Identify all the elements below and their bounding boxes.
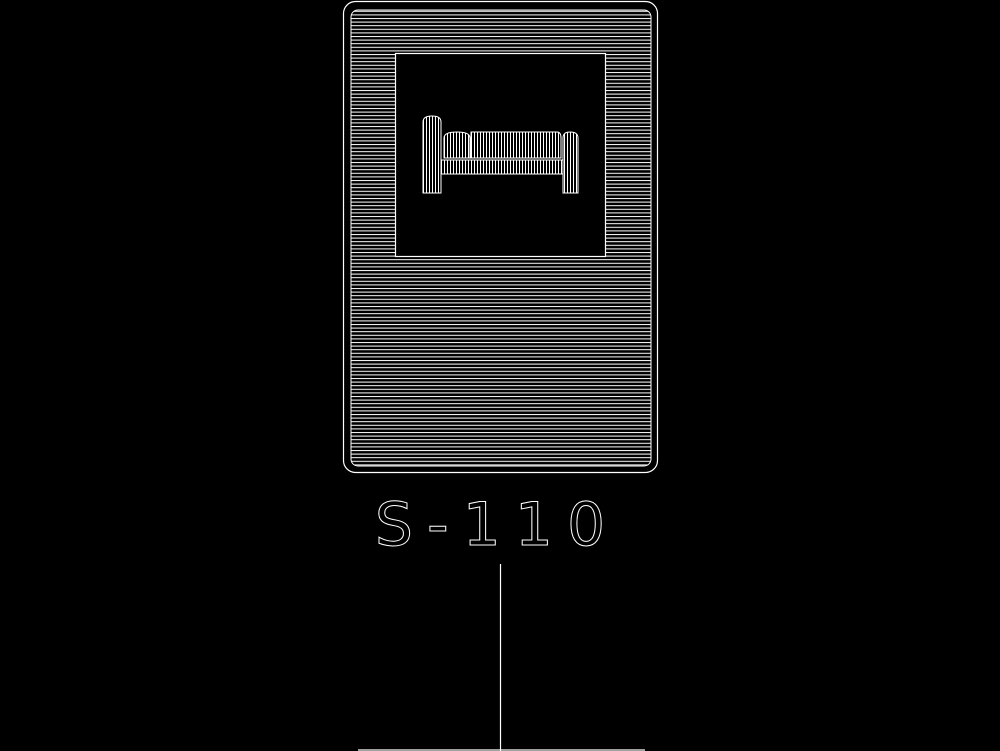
sign-code-label: S-110 [375, 490, 619, 560]
bed-footboard [562, 131, 579, 194]
bed-mattress [440, 159, 564, 175]
bed-headboard [422, 115, 442, 194]
bed-pillow [443, 131, 471, 159]
bed-icon [422, 115, 579, 194]
sign-outer-border [342, 0, 659, 474]
sign-panel [342, 0, 659, 474]
bed-blanket [470, 131, 562, 159]
